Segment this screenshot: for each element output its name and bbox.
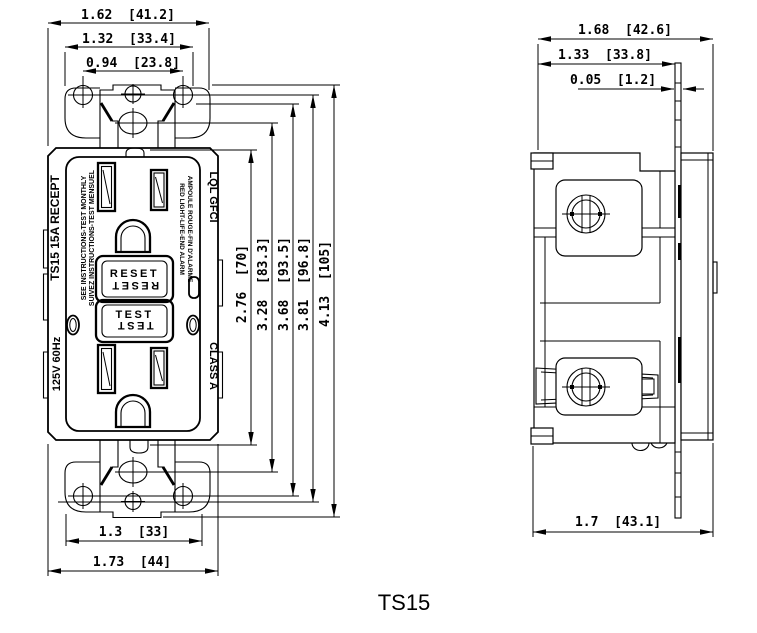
bottom-plaster-tab: [129, 440, 149, 454]
terminal-screw-top: [562, 194, 610, 234]
side-view: 1.68 [42.6] 1.33 [33.8] 0.05 [1.2]: [530, 23, 718, 537]
dim-v-strap: 3.81 [96.8]: [297, 237, 312, 331]
top-outlet: [96, 161, 169, 254]
listing-label: LQL GFCI: [207, 171, 219, 222]
front-top-dimensions: 1.62 [41.2] 1.32 [33.4] 0.94 [23.8]: [47, 8, 210, 146]
test-label-inverted: TEST: [115, 319, 153, 331]
right-oval-detail: [186, 314, 200, 336]
dim-bottom-inner: 1.3 [33]: [99, 525, 169, 540]
front-vertical-dimensions: 2.76 [70] 3.28 [83.3] 3.68 [93.5] 3.81 […: [58, 84, 340, 518]
back-housing: [530, 152, 676, 451]
reset-label: RESET: [110, 268, 159, 280]
face-outline: [65, 156, 201, 432]
dim-v-screw-holes: 3.28 [83.3]: [256, 237, 271, 331]
dim-width-inner: 0.94 [23.8]: [86, 56, 180, 71]
ground-hole: [114, 393, 152, 429]
right-breakoff-tabs: [218, 259, 224, 399]
strap-plate-edge: [674, 62, 682, 519]
strap-bend-tick: [99, 466, 114, 486]
bottom-outlet: [96, 343, 169, 429]
body-outline: [47, 147, 219, 441]
dim-v-face: 2.76 [70]: [235, 245, 250, 323]
top-mounting-strap: [64, 82, 211, 148]
dim-v-ear-holes: 3.68 [93.5]: [277, 237, 292, 331]
strap-bend-tick: [99, 102, 114, 122]
test-button: TEST TEST: [94, 298, 175, 344]
alarm-fr-label: AMPOULE ROUGE-FIN D'ALARME: [186, 176, 193, 283]
neutral-slot: [96, 161, 117, 213]
side-bottom-dimension: 1.7 [43.1]: [532, 443, 714, 537]
dim-v-overall: 4.13 [105]: [318, 241, 333, 327]
hot-slot: [149, 168, 169, 212]
terminal-screw-bottom: [562, 367, 610, 407]
left-oval-detail: [66, 314, 80, 336]
class-label: CLASS A: [207, 342, 219, 390]
strap-bend-tick: [161, 102, 176, 122]
dim-width-outer: 1.62 [41.2]: [81, 8, 175, 23]
indicator-light: [188, 276, 200, 299]
side-top-dimensions: 1.68 [42.6] 1.33 [33.8] 0.05 [1.2]: [537, 23, 714, 151]
front-bottom-dimensions: 1.3 [33] 1.73 [44]: [47, 444, 219, 576]
face-block: [680, 152, 718, 441]
top-plaster-tab: [125, 147, 145, 157]
ground-hole: [114, 218, 152, 254]
instructions-en-label: SEE INSTRUCTIONS-TEST MONTHLY: [81, 175, 88, 300]
alarm-en-label: RED LIGHT-LIFE-END ALARM: [178, 183, 185, 275]
drawing-title: TS15: [378, 590, 431, 615]
dim-bottom-outer: 1.73 [44]: [93, 555, 171, 570]
bottom-mounting-strap: [64, 440, 211, 519]
rating-label: 125V 60Hz: [51, 336, 63, 391]
dim-strap-thickness: 0.05 [1.2]: [570, 73, 656, 88]
button-profile: [712, 261, 718, 294]
wire-clamp-top: [530, 152, 554, 170]
instructions-fr-label: SUIVEZ INSTRUCTIONS-TEST MENSUEL: [89, 169, 96, 306]
dim-width-mid: 1.32 [33.4]: [82, 32, 176, 47]
neutral-slot: [96, 343, 117, 395]
strap-bend-tick: [161, 466, 176, 486]
reset-label-inverted: RESET: [110, 279, 159, 291]
left-breakoff-tabs: [42, 229, 48, 399]
receptacle-body: RESET RESET TEST TEST: [42, 147, 224, 454]
dim-depth-total: 1.7 [43.1]: [575, 515, 661, 530]
dim-depth-to-strap: 1.33 [33.8]: [558, 48, 652, 63]
front-view: 1.62 [41.2] 1.32 [33.4] 0.94 [23.8]: [42, 8, 340, 576]
test-label: TEST: [115, 309, 153, 321]
reset-button: RESET RESET: [94, 254, 175, 304]
dim-depth-overall: 1.68 [42.6]: [578, 23, 672, 38]
wire-clamp-bottom: [530, 427, 554, 445]
hot-slot: [149, 346, 169, 390]
mounting-claws: [631, 442, 668, 451]
model-label: TS15 15A RECEPT: [48, 175, 62, 281]
